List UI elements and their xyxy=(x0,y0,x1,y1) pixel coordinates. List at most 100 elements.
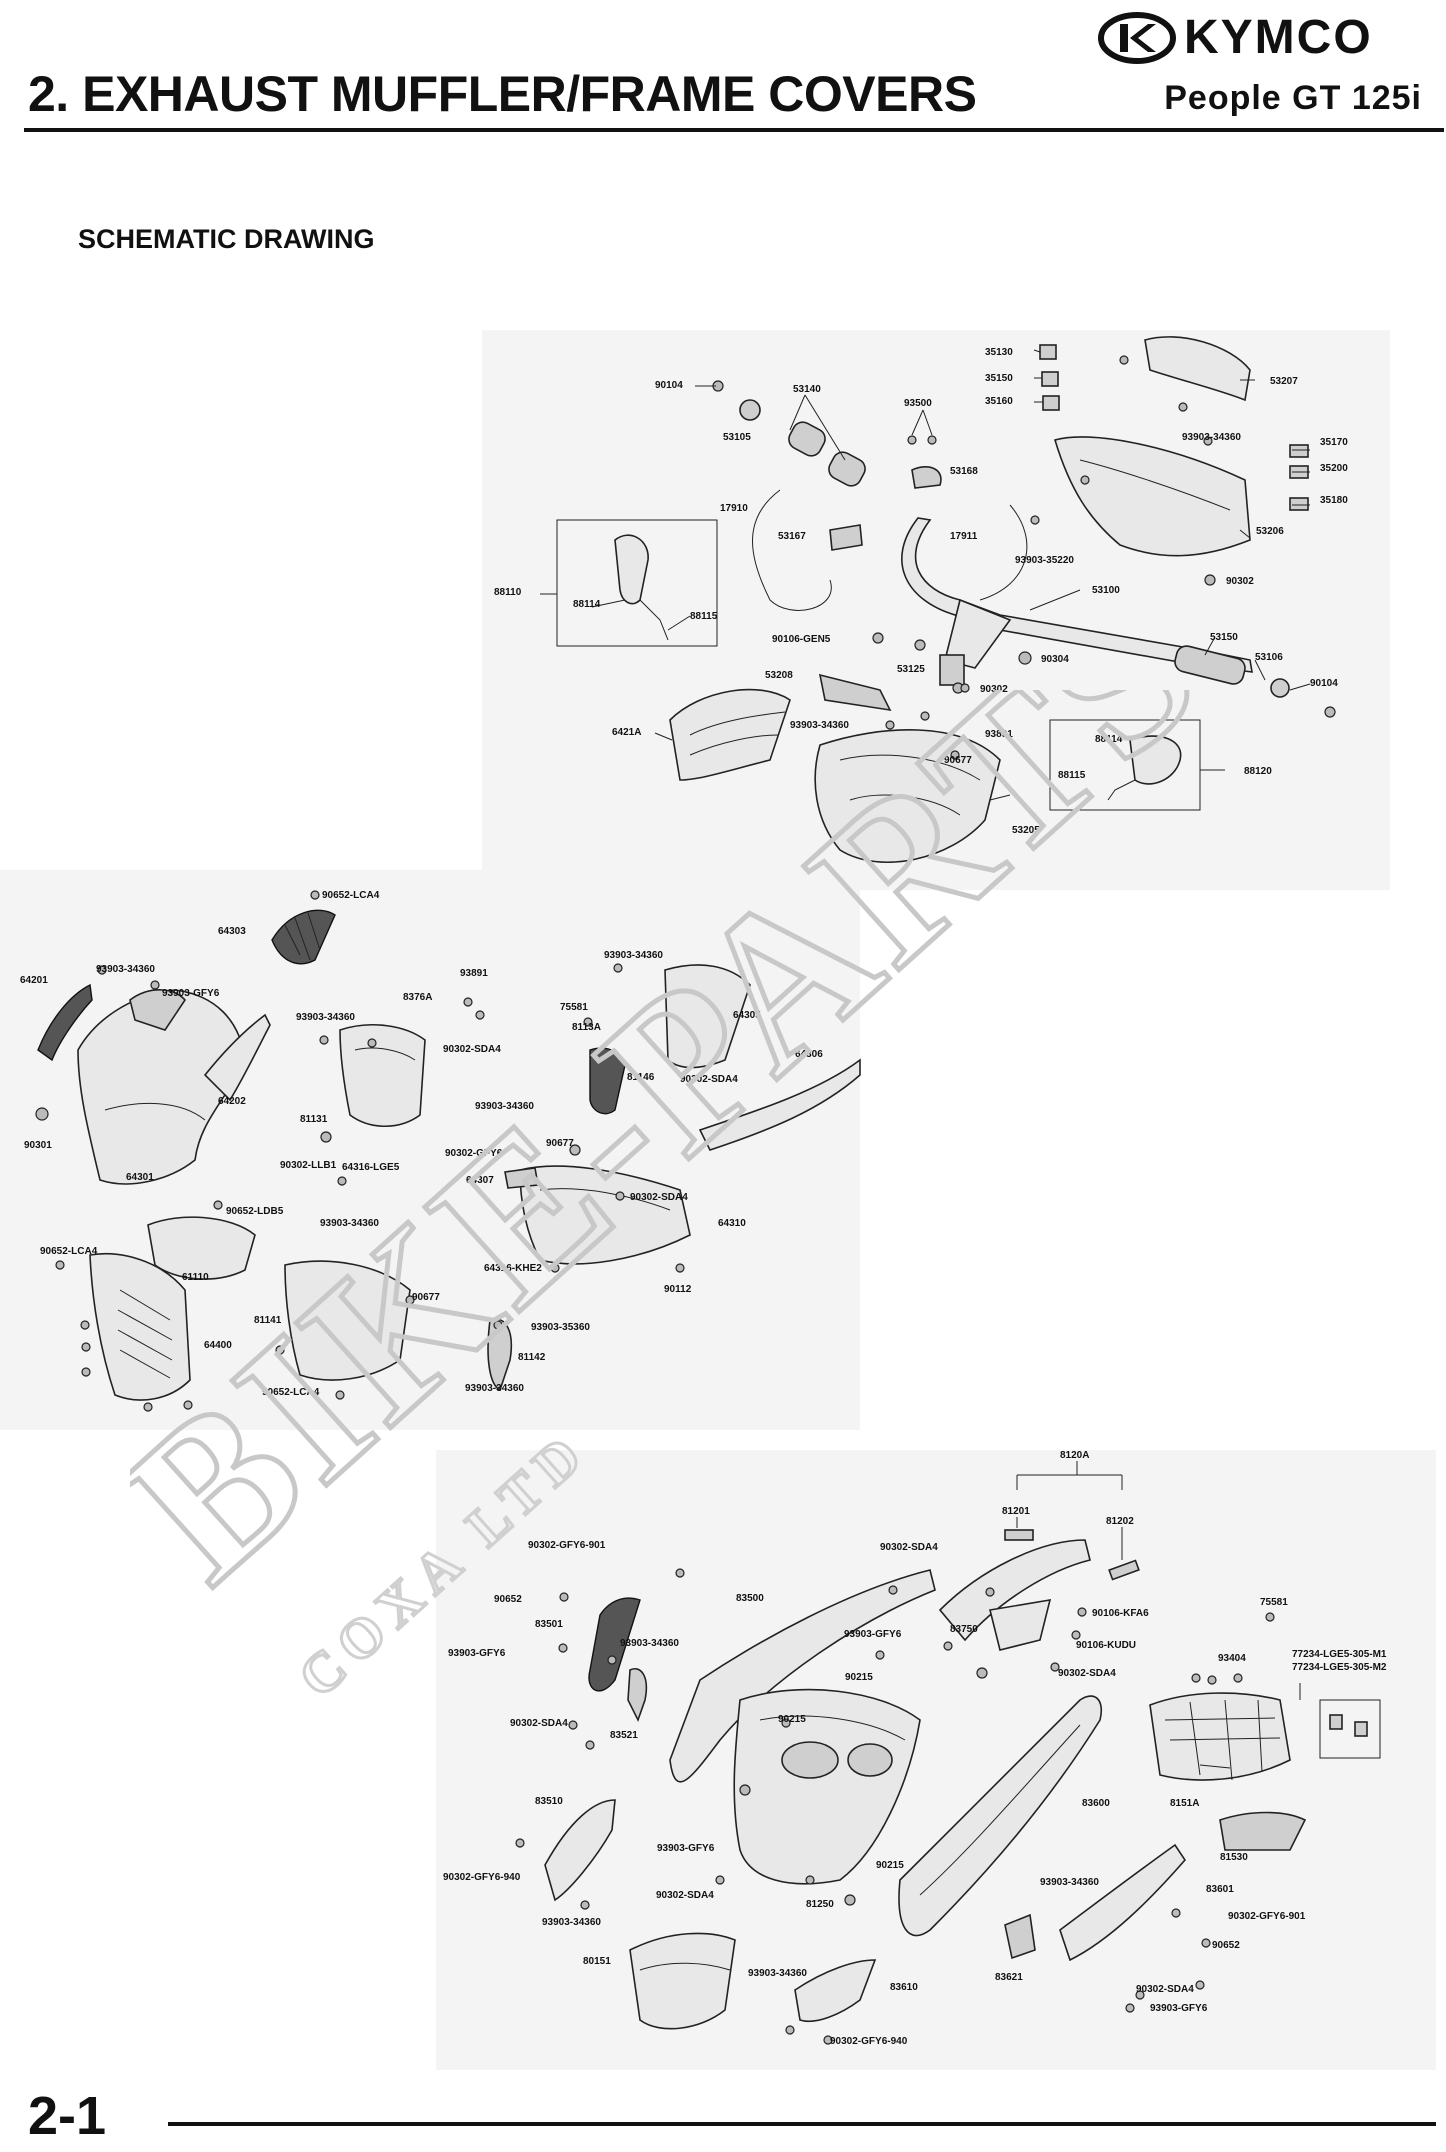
part-label: 90104 xyxy=(655,380,683,391)
part-label: 93903-GFY6 xyxy=(844,1629,902,1640)
part-label: 53125 xyxy=(897,664,925,675)
brand-name: KYMCO xyxy=(1184,11,1373,64)
part-label: 64400 xyxy=(204,1340,232,1351)
part-label: 90304 xyxy=(1041,654,1069,665)
part-label: 90302-SDA4 xyxy=(630,1192,688,1203)
part-label: 93903-34360 xyxy=(1040,1877,1099,1888)
part-label: 90652 xyxy=(1212,1940,1240,1951)
footer-rule xyxy=(168,2122,1436,2126)
part-label: 64305 xyxy=(733,1010,761,1021)
part-label: 88114 xyxy=(573,599,601,610)
part-label: 90215 xyxy=(778,1714,806,1725)
part-label: 64303 xyxy=(218,926,246,937)
part-label: 90106-KUDU xyxy=(1076,1640,1136,1651)
part-label: 93903-34360 xyxy=(320,1218,379,1229)
part-label: 64201 xyxy=(20,975,48,986)
part-label: 88120 xyxy=(1244,766,1272,777)
part-label: 90302-SDA4 xyxy=(1136,1984,1194,1995)
part-label: 90302 xyxy=(1226,576,1254,587)
part-label: 53206 xyxy=(1256,526,1284,537)
part-label: 53140 xyxy=(793,384,821,395)
part-label: 81201 xyxy=(1002,1506,1030,1517)
part-label: 77234-LGE5-305-M2 xyxy=(1292,1662,1387,1673)
kymco-logo: KYMCO xyxy=(1098,10,1438,70)
part-label: 75581 xyxy=(560,1002,588,1013)
part-label: 53207 xyxy=(1270,376,1298,387)
part-label: 83621 xyxy=(995,1972,1023,1983)
part-label: 93903-GFY6 xyxy=(657,1843,715,1854)
part-label: 90652-LCA4 xyxy=(262,1387,320,1398)
part-label: 90302-GFY6-940 xyxy=(830,2036,908,2047)
part-label: 88114 xyxy=(1095,734,1123,745)
part-label: 93903-34360 xyxy=(465,1383,524,1394)
part-label: 93500 xyxy=(904,398,932,409)
model-name: People GT 125i xyxy=(1164,79,1422,117)
part-label: 93903-35360 xyxy=(531,1322,590,1333)
part-label: 93903-GFY6 xyxy=(1150,2003,1208,2014)
part-label: 53100 xyxy=(1092,585,1120,596)
part-label: 90302-SDA4 xyxy=(443,1044,501,1055)
part-label: 90652-LCA4 xyxy=(322,890,380,901)
part-label: 90652-LDB5 xyxy=(226,1206,284,1217)
part-label: 81530 xyxy=(1220,1852,1248,1863)
part-label: 81141 xyxy=(254,1315,282,1326)
part-label: 53168 xyxy=(950,466,978,477)
header-rule xyxy=(24,128,1444,132)
part-label: 90677 xyxy=(546,1138,574,1149)
part-label: 8113A xyxy=(572,1022,601,1033)
rear-covers-group xyxy=(515,1461,1381,2045)
part-label: 90302-GFY6 xyxy=(445,1148,503,1159)
part-label: 53105 xyxy=(723,432,751,443)
part-label: 90302-SDA4 xyxy=(680,1074,738,1085)
part-labels: 90104 53140 53105 93500 35130 35150 3516… xyxy=(20,347,1387,2047)
part-label: 17911 xyxy=(950,531,978,542)
part-label: 93903-34360 xyxy=(604,950,663,961)
part-label: 93903-34360 xyxy=(1182,432,1241,443)
page-number: 2-1 xyxy=(28,2086,107,2146)
part-label: 80151 xyxy=(583,1956,611,1967)
part-label: 83610 xyxy=(890,1982,918,1993)
part-label: 53106 xyxy=(1255,652,1283,663)
part-label: 53208 xyxy=(765,670,793,681)
part-label: 83500 xyxy=(736,1593,764,1604)
part-label: 83510 xyxy=(535,1796,563,1807)
part-label: 81202 xyxy=(1106,1516,1134,1527)
part-label: 64306 xyxy=(795,1049,823,1060)
part-label: 93903-34360 xyxy=(96,964,155,975)
part-label: 35130 xyxy=(985,347,1013,358)
part-label: 88110 xyxy=(494,587,522,598)
part-label: 35200 xyxy=(1320,463,1348,474)
part-label: 64202 xyxy=(218,1096,246,1107)
part-label: 93903-34360 xyxy=(542,1917,601,1928)
part-label: 6421A xyxy=(612,727,641,738)
part-label: 90104 xyxy=(1310,678,1338,689)
part-label: 53150 xyxy=(1210,632,1238,643)
part-label: 90677 xyxy=(944,755,972,766)
part-label: 93404 xyxy=(1218,1653,1246,1664)
part-label: 93903-GFY6 xyxy=(448,1648,506,1659)
part-label: 90302-SDA4 xyxy=(1058,1668,1116,1679)
part-label: 81146 xyxy=(627,1072,655,1083)
part-label: 64310 xyxy=(718,1218,746,1229)
part-label: 77234-LGE5-305-M1 xyxy=(1292,1649,1387,1660)
part-label: 90652-LCA4 xyxy=(40,1246,98,1257)
part-label: 61110 xyxy=(182,1272,209,1283)
part-label: 93903-34360 xyxy=(475,1101,534,1112)
part-label: 90677 xyxy=(412,1292,440,1303)
part-label: 81250 xyxy=(806,1899,834,1910)
part-label: 93903-GFY6 xyxy=(162,988,220,999)
part-label: 53167 xyxy=(778,531,806,542)
part-label: 83521 xyxy=(610,1730,638,1741)
section-title: SCHEMATIC DRAWING xyxy=(78,224,375,254)
part-label: 64307 xyxy=(466,1175,494,1186)
part-label: 35150 xyxy=(985,373,1013,384)
part-label: 90302-GFY6-901 xyxy=(528,1540,606,1551)
part-label: 88115 xyxy=(690,611,718,622)
part-label: 83501 xyxy=(535,1619,563,1630)
part-label: 75581 xyxy=(1260,1597,1288,1608)
part-label: 90302-GFY6-940 xyxy=(443,1872,521,1883)
part-label: 93903-34360 xyxy=(620,1638,679,1649)
part-label: 90301 xyxy=(24,1140,52,1151)
part-label: 17910 xyxy=(720,503,748,514)
part-label: 64301 xyxy=(126,1172,154,1183)
